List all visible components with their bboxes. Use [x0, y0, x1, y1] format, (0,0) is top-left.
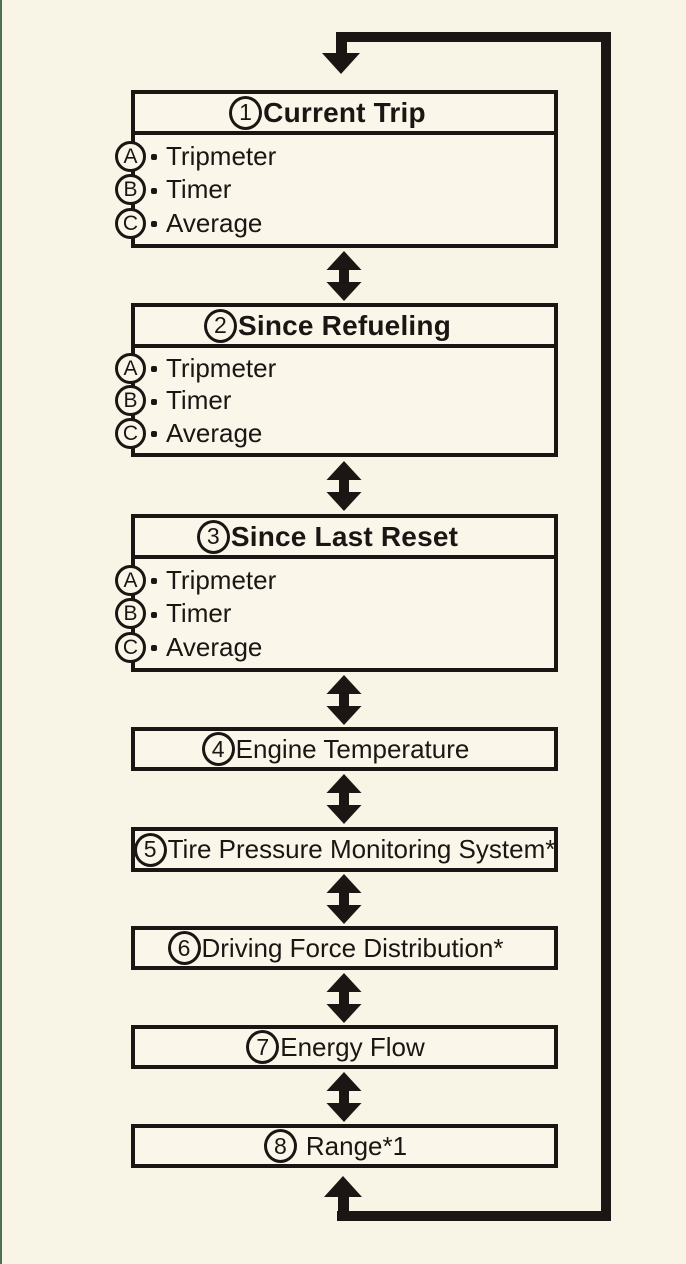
box-title: Since Last Reset: [230, 520, 459, 552]
loop-stub-top: [336, 40, 347, 55]
loop-line-right: [601, 32, 611, 1221]
double-arrow-icon: [326, 1072, 362, 1122]
menu-box-since-refueling: 2 Since Refueling A Tripmeter B Timer C …: [115, 303, 558, 457]
number-badge: 3: [196, 519, 230, 554]
letter-badge: A: [115, 140, 146, 172]
menu-box-energy-flow: 7 Energy Flow: [131, 1025, 558, 1069]
menu-box-driving-force-distribution: 6 Driving Force Distribution*: [131, 926, 558, 970]
menu-box-current-trip: 1 Current Trip A Tripmeter B Timer C Ave…: [115, 90, 558, 248]
menu-box-range: 8 Range*1: [131, 1124, 558, 1168]
bullet-icon: [151, 366, 157, 372]
up-arrow-icon: [324, 1176, 362, 1197]
letter-badge-text: C: [122, 211, 139, 235]
down-arrow-icon: [322, 53, 360, 74]
number-badge: 4: [201, 732, 235, 766]
bullet-icon: [151, 187, 157, 194]
bullet-icon: [151, 645, 157, 651]
list-item-label: Timer: [166, 174, 232, 204]
box-title: Current Trip: [263, 96, 426, 128]
double-arrow-icon: [326, 675, 362, 725]
bullet-icon: [151, 431, 157, 437]
box-title: Tire Pressure Monitoring System*: [167, 834, 556, 864]
letter-badge-text: B: [123, 389, 138, 412]
number-badge-text: 8: [273, 1132, 287, 1159]
list-item: A Tripmeter: [115, 140, 554, 172]
list-item-label: Average: [166, 207, 263, 238]
bullet-icon: [151, 578, 157, 584]
list-item-label: Timer: [166, 385, 232, 415]
box-header: 2 Since Refueling: [135, 307, 554, 348]
page-edge-accent: [0, 0, 2, 1264]
box-title: Engine Temperature: [235, 733, 470, 764]
box-body: A Tripmeter B Timer C Average: [115, 135, 554, 244]
bullet-icon: [151, 611, 157, 618]
list-item: C Average: [115, 207, 554, 239]
letter-badge: B: [115, 174, 146, 205]
box-title: Range*1: [305, 1130, 408, 1161]
menu-box-tire-pressure-monitoring: 5 Tire Pressure Monitoring System*: [131, 827, 558, 872]
double-arrow-icon: [326, 461, 362, 511]
box-title: Energy Flow: [280, 1031, 425, 1062]
number-badge: 6: [167, 931, 201, 965]
list-item-label: Timer: [166, 598, 232, 628]
letter-badge-text: A: [123, 356, 138, 380]
number-badge-text: 1: [239, 99, 253, 125]
list-item-label: Tripmeter: [166, 352, 277, 383]
list-item: C Average: [115, 631, 554, 663]
box-title: Driving Force Distribution*: [201, 932, 504, 963]
loop-stub-bottom: [338, 1197, 349, 1213]
number-badge-text: 6: [177, 934, 191, 961]
number-badge-text: 2: [213, 312, 227, 338]
list-item: B Timer: [115, 174, 554, 205]
letter-badge-text: A: [123, 568, 138, 592]
box-header: 1 Current Trip: [135, 94, 554, 135]
number-badge: 7: [246, 1030, 280, 1064]
list-item: A Tripmeter: [115, 564, 554, 596]
number-badge: 1: [229, 95, 263, 130]
number-badge: 5: [133, 832, 167, 867]
letter-badge: A: [115, 352, 146, 384]
letter-badge: C: [115, 631, 146, 663]
letter-badge: C: [115, 207, 146, 239]
list-item: B Timer: [115, 598, 554, 629]
list-item-label: Average: [166, 631, 263, 662]
loop-line-top: [336, 32, 611, 42]
box-body: A Tripmeter B Timer C Average: [115, 348, 554, 453]
letter-badge-text: C: [122, 421, 139, 445]
double-arrow-icon: [326, 874, 362, 924]
menu-box-since-last-reset: 3 Since Last Reset A Tripmeter B Timer C…: [115, 514, 558, 672]
double-arrow-icon: [326, 973, 362, 1023]
letter-badge: B: [115, 385, 146, 416]
letter-badge: B: [115, 598, 146, 629]
double-arrow-icon: [326, 251, 362, 301]
letter-badge-text: C: [122, 635, 139, 659]
list-item-label: Average: [166, 417, 263, 448]
letter-badge: C: [115, 417, 146, 449]
double-arrow-icon: [326, 774, 362, 824]
number-badge: 8: [263, 1129, 297, 1163]
number-badge-text: 7: [256, 1033, 270, 1060]
list-item: A Tripmeter: [115, 352, 554, 384]
letter-badge: A: [115, 564, 146, 596]
letter-badge-text: B: [123, 602, 138, 625]
list-item-label: Tripmeter: [166, 140, 277, 171]
number-badge-text: 5: [143, 836, 157, 862]
letter-badge-text: A: [123, 144, 138, 168]
menu-box-engine-temperature: 4 Engine Temperature: [131, 727, 558, 771]
box-header: 3 Since Last Reset: [135, 518, 554, 559]
bullet-icon: [151, 154, 157, 160]
list-item: B Timer: [115, 385, 554, 416]
loop-line-bottom: [337, 1211, 611, 1221]
box-body: A Tripmeter B Timer C Average: [115, 559, 554, 668]
bullet-icon: [151, 398, 157, 405]
box-title: Since Refueling: [237, 309, 452, 341]
number-badge-text: 4: [211, 735, 225, 762]
bullet-icon: [151, 221, 157, 227]
list-item-label: Tripmeter: [166, 564, 277, 595]
list-item: C Average: [115, 417, 554, 449]
number-badge-text: 3: [206, 523, 220, 549]
letter-badge-text: B: [123, 178, 138, 201]
number-badge: 2: [203, 308, 237, 343]
